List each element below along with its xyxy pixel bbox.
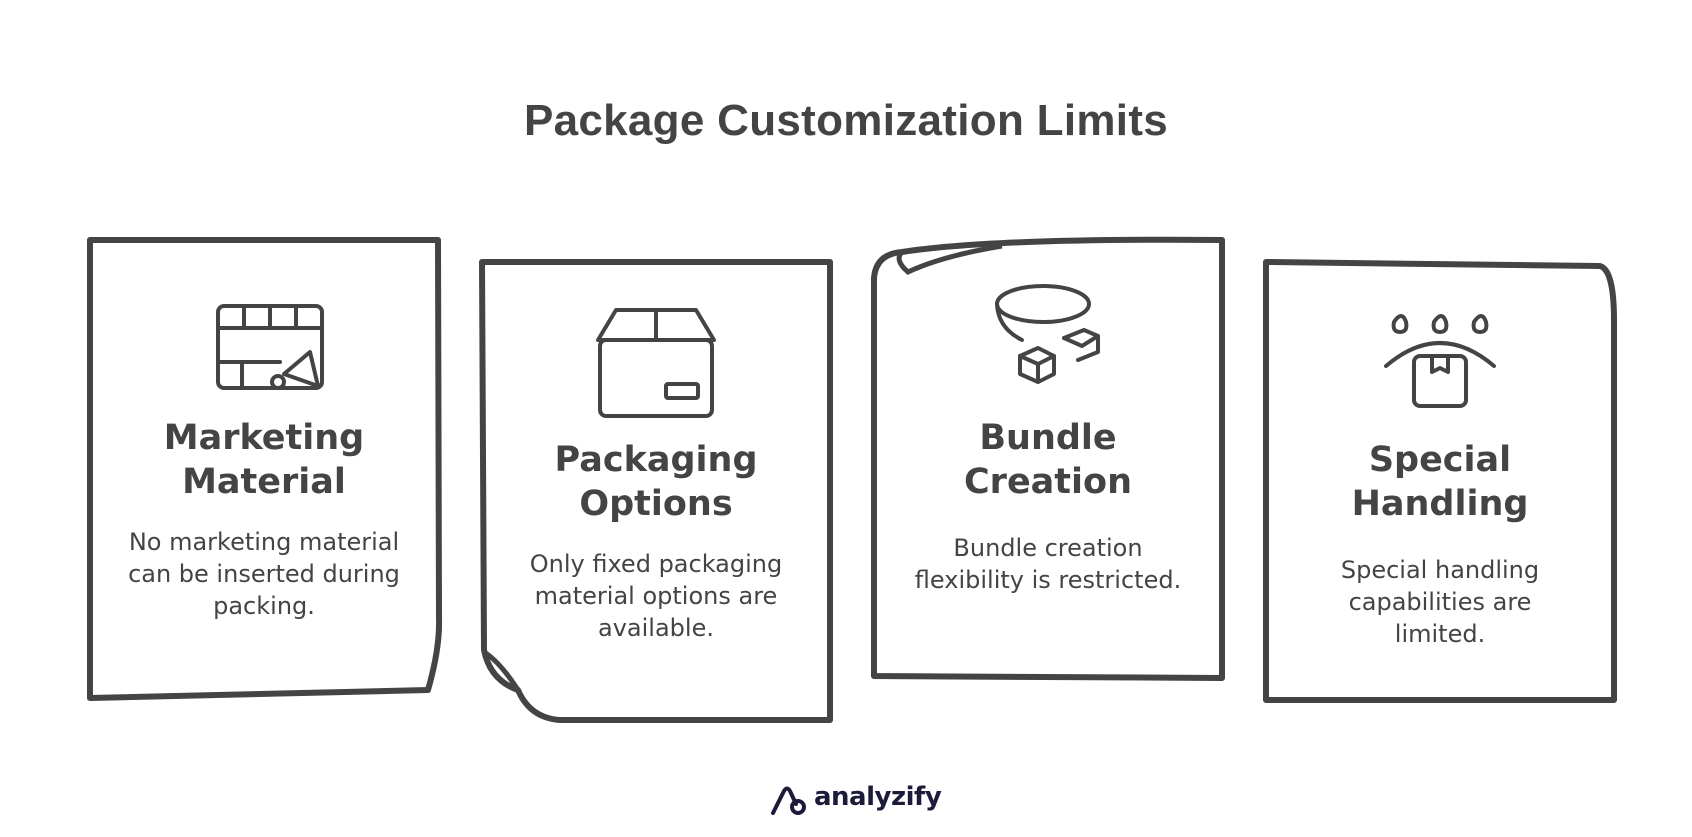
card-heading-line: Bundle	[979, 418, 1117, 458]
card-heading: Bundle Creation	[888, 416, 1208, 504]
card-bundle-creation: Bundle Creation Bundle creation flexibil…	[871, 236, 1225, 698]
card-description: Special handling capabilities are limite…	[1340, 556, 1540, 648]
box-icon	[596, 308, 716, 418]
card-special-handling: Special Handling Special handling capabi…	[1263, 259, 1617, 720]
card-heading: Special Handling	[1280, 438, 1600, 526]
card-heading-line: Marketing	[163, 418, 365, 458]
card-description: No marketing material can be inserted du…	[128, 528, 400, 620]
card-frame	[87, 237, 443, 701]
card-frame	[871, 236, 1225, 681]
page-title: Package Customization Limits	[523, 96, 1169, 145]
card-heading-line: Creation	[964, 462, 1132, 502]
card-frame	[479, 259, 833, 723]
card-frame	[1263, 259, 1617, 703]
card-packaging-options: Packaging Options Only fixed packaging m…	[479, 259, 833, 723]
card-heading: Marketing Material	[104, 416, 424, 504]
card-heading-line: Material	[182, 462, 346, 502]
brand-wordmark: analyzify	[814, 782, 942, 812]
card-heading-line: Packaging	[554, 440, 758, 480]
analyzify-logo-icon	[771, 786, 806, 815]
bundle-icon	[995, 284, 1100, 384]
card-heading-line: Handling	[1351, 484, 1529, 524]
card-heading-line: Special	[1368, 440, 1512, 480]
billboard-megaphone-icon	[216, 304, 324, 390]
card-heading-line: Options	[579, 484, 733, 524]
card-marketing-material: Marketing Material No marketing material…	[87, 237, 443, 701]
brand-logo: analyzify	[770, 782, 942, 822]
card-description: Only fixed packaging material options ar…	[529, 550, 783, 642]
card-heading: Packaging Options	[496, 438, 816, 526]
card-description: Bundle creation flexibility is restricte…	[914, 534, 1182, 594]
protected-package-icon	[1384, 314, 1496, 408]
